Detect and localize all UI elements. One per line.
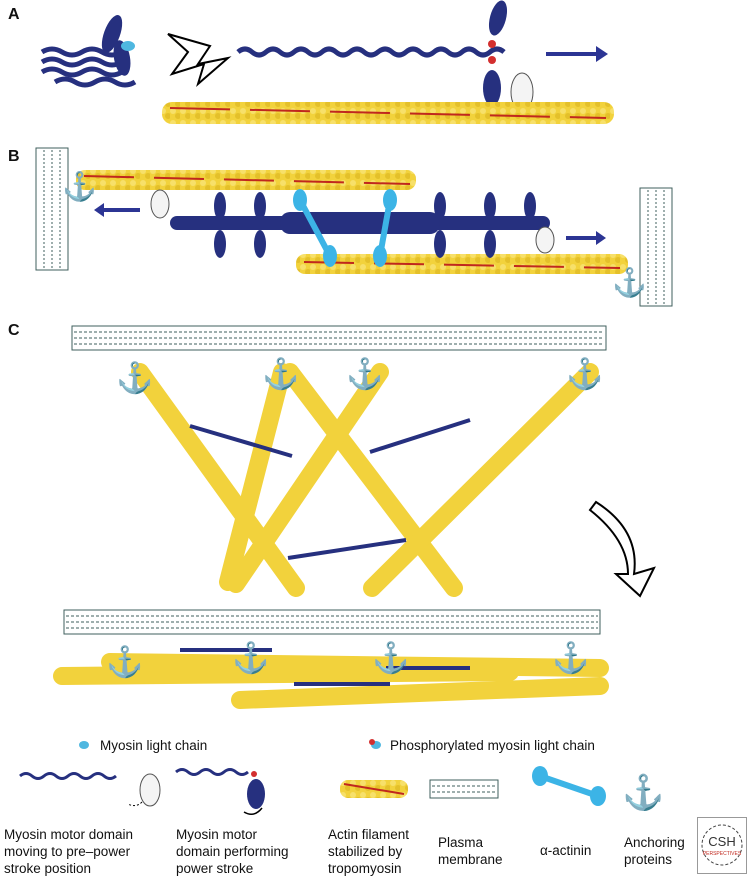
anchor-icon-c3: ⚓ <box>346 356 383 391</box>
legend-motor-power: Myosin motor domain performing power str… <box>176 827 289 876</box>
legend-motor-pre-power: Myosin motor domain moving to pre–power … <box>4 827 134 876</box>
anchor-icon-c4: ⚓ <box>566 356 603 391</box>
panel-a <box>40 0 614 124</box>
anchor-icon-c1: ⚓ <box>116 360 153 395</box>
panel-label-c: C <box>8 322 20 339</box>
alpha-actinin-b <box>293 189 397 267</box>
myosin-filaments-c-contracted <box>180 648 470 686</box>
membrane-icon <box>429 779 499 799</box>
legend-membrane: Plasma membrane <box>438 835 503 867</box>
anchor-icon-c2: ⚓ <box>262 356 299 391</box>
alpha-actinin-icon <box>532 766 606 806</box>
transition-arrow-a <box>167 33 232 88</box>
anchor-icon-b-right: ⚓ <box>612 266 647 299</box>
myosin-filaments-c <box>189 418 471 560</box>
panel-c-after: ⚓ ⚓ ⚓ ⚓ <box>53 609 609 709</box>
logo-text-perspectives: PERSPECTIVES <box>703 851 742 857</box>
actin-filament-icon <box>340 780 408 798</box>
phospho-light-chain-a <box>488 40 496 48</box>
legend-phospho-light-chain: Phosphorylated myosin light chain <box>390 738 595 753</box>
actin-filaments-c-contracted <box>53 653 609 709</box>
myosin-head-lower <box>483 70 501 106</box>
motor-pre-power-b-left <box>150 189 170 219</box>
light-chain-icon <box>79 741 89 749</box>
logo-text-csh: CSH <box>708 834 735 849</box>
phospho-light-chain-icon <box>369 739 381 749</box>
movement-arrow-b-right <box>566 231 606 245</box>
legend-actin: Actin filament stabilized by tropomyosin <box>328 827 410 876</box>
phospho-light-chain-a2 <box>488 56 496 64</box>
extended-myosin-tail <box>236 46 506 58</box>
myosin-head-upper <box>488 0 508 36</box>
anchor-icon-c8: ⚓ <box>552 640 589 675</box>
legend-anchor: Anchoring proteins <box>624 835 685 867</box>
membrane-c-top <box>71 325 607 351</box>
folded-myosin <box>40 15 137 88</box>
motor-pre-power-icon <box>19 772 161 807</box>
anchor-icon-c5: ⚓ <box>106 644 143 679</box>
actin-filaments-c-crossed <box>131 363 599 597</box>
membrane-left-b <box>35 147 69 271</box>
legend-actinin: α-actinin <box>540 843 592 858</box>
myosin-heads-b <box>214 192 536 258</box>
transition-arrow-c <box>588 500 656 598</box>
anchor-icon-c7: ⚓ <box>372 640 409 675</box>
anchor-icon-b-left: ⚓ <box>62 170 97 203</box>
panel-b: ⚓ ⚓ <box>35 147 673 307</box>
anchor-legend-icon: ⚓ <box>622 773 664 812</box>
membrane-right-b <box>639 187 673 307</box>
panel-label-a: A <box>8 6 20 23</box>
panel-c-before: ⚓ ⚓ ⚓ ⚓ <box>71 325 656 598</box>
legend-light-chain: Myosin light chain <box>100 738 208 753</box>
anchor-icon-c6: ⚓ <box>232 640 269 675</box>
movement-arrow-b-left <box>94 203 140 217</box>
csh-perspectives-logo: CSH PERSPECTIVES <box>697 817 747 874</box>
motor-pre-power-b-right <box>535 226 555 254</box>
legend-icons: ⚓ <box>19 739 664 815</box>
movement-arrow-a <box>546 46 608 62</box>
panel-label-b: B <box>8 148 20 165</box>
motor-power-icon <box>175 768 265 815</box>
membrane-c-bottom <box>63 609 601 635</box>
